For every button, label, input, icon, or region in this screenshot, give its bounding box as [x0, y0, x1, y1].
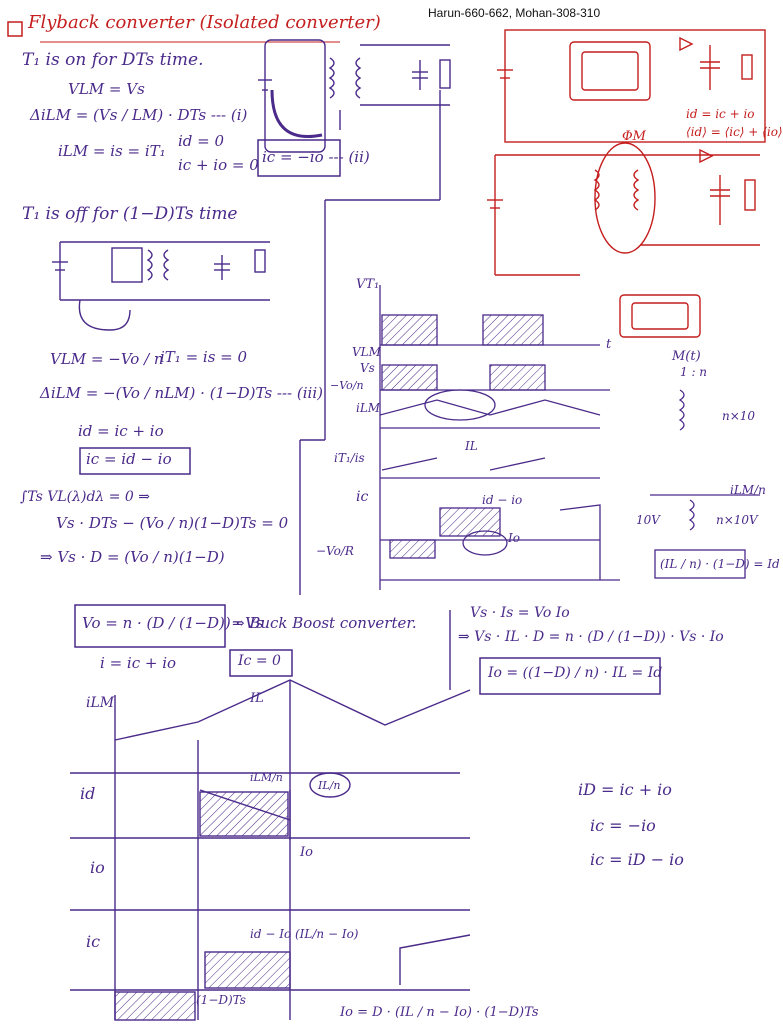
wf-vt1: VT₁: [356, 277, 380, 292]
note-ilm-n: iLM/n: [730, 483, 766, 497]
note-m-t: M(t): [672, 349, 701, 364]
bottom-one-minus-d: (1−D)Ts: [196, 993, 246, 1007]
on-eq-ilm: iLM = is = iT₁: [58, 142, 166, 160]
transformer-sketch: [650, 389, 760, 579]
reference-note: Harun-660-662, Mohan-308-310: [428, 6, 601, 20]
page-title: Flyback converter (Isolated converter): [28, 12, 381, 33]
note-ratio: 1 : n: [680, 365, 708, 379]
wf-vlm: VLM: [352, 345, 381, 359]
on-eq-kcl: ic + io = 0: [178, 156, 259, 174]
note-phi-m: ΦM: [622, 129, 646, 144]
on-eq-delta: ΔiLM = (Vs / LM) · DTs --- (i): [30, 106, 248, 124]
result-power: Vs · Is = Vo Io: [470, 605, 570, 621]
title-box-icon: [7, 21, 23, 37]
note-nx10v: n×10V: [716, 513, 758, 527]
on-eq-id: id = 0: [178, 132, 225, 150]
off-eq-int: ∫Ts VL(λ)dλ = 0 ⇒: [20, 489, 151, 505]
on-state-circuit: [258, 39, 451, 153]
result-io: Io = ((1−D) / n) · IL = Id: [488, 665, 663, 681]
note-nx10: n×10: [722, 409, 756, 423]
note-id-avg: ⟨id⟩ = ⟨ic⟩ + ⟨io⟩: [686, 125, 783, 139]
wf-il: IL: [465, 439, 478, 453]
off-eq-delta: ΔiLM = −(Vo / nLM) · (1−D)Ts --- (iii): [40, 384, 323, 402]
note-box-eq: (IL / n) · (1−D) = Id: [660, 557, 780, 571]
wf-t: t: [606, 337, 612, 352]
bottom-io: io: [90, 858, 105, 877]
on-eq-vlm: VLM = Vs: [68, 80, 145, 98]
bottom-id: id: [80, 784, 96, 803]
note-10v: 10V: [636, 513, 660, 527]
bottom-eq: Io = D · (IL / n − Io) · (1−D)Ts: [340, 1005, 539, 1020]
waveform-panel: [379, 285, 620, 590]
bottom-eq2: ic = −io: [590, 816, 656, 835]
bottom-ilm: iLM: [86, 695, 115, 711]
note-id: id = ic + io: [686, 107, 755, 121]
wf-vs: Vs: [360, 361, 375, 375]
bottom-eq3: ic = iD − io: [590, 850, 684, 869]
on-eq-ic: ic = −io --- (ii): [262, 148, 370, 166]
off-eq-id: id = ic + io: [78, 422, 164, 440]
bottom-il-n: IL/n: [318, 779, 341, 792]
bottom-il: IL: [250, 691, 264, 706]
result-buck-boost: ⇒ Buck Boost converter.: [232, 614, 417, 632]
on-state-heading: T₁ is on for DTs time.: [22, 50, 204, 70]
result-ic-zero: Ic = 0: [238, 653, 281, 669]
wf-ic: ic: [356, 489, 369, 505]
off-eq-bal1: Vs · DTs − (Vo / n)(1−D)Ts = 0: [56, 514, 289, 532]
wf-it1: iT₁/is: [334, 451, 365, 465]
off-state-circuit: [52, 241, 270, 331]
bottom-ic: ic: [86, 932, 101, 951]
off-eq-bal2: ⇒ Vs · D = (Vo / n)(1−D): [40, 548, 225, 566]
bottom-eq1: iD = ic + io: [578, 780, 672, 799]
bottom-waveforms: [70, 679, 471, 1021]
off-state-heading: T₁ is off for (1−D)Ts time: [22, 204, 238, 224]
result-i-sum: i = ic + io: [100, 654, 177, 672]
wf-id-minus-io: id − io: [482, 493, 523, 507]
red-circuit-top: [497, 29, 766, 143]
result-power2: ⇒ Vs · IL · D = n · (D / (1−D)) · Vs · I…: [458, 629, 724, 645]
off-eq-it: iT₁ = is = 0: [160, 348, 248, 366]
bottom-ilm-n: iLM/n: [250, 771, 283, 784]
wf-neg-vo-r: −Vo/R: [316, 544, 354, 558]
off-eq-ic: ic = id − io: [86, 450, 172, 468]
wf-ilm: iLM: [356, 401, 381, 415]
wf-neg-vo-n: −Vo/n: [330, 379, 364, 392]
off-eq-vlm: VLM = −Vo / n: [50, 350, 164, 368]
red-core-sketch: [619, 294, 701, 338]
red-circuit-middle: [487, 142, 760, 276]
result-vo: Vo = n · (D / (1−D)) · Vs: [82, 614, 264, 632]
bottom-ic-expr: id − Io (IL/n − Io): [250, 927, 359, 941]
wf-io: Io: [508, 531, 520, 545]
bottom-io-cap: Io: [300, 845, 313, 860]
